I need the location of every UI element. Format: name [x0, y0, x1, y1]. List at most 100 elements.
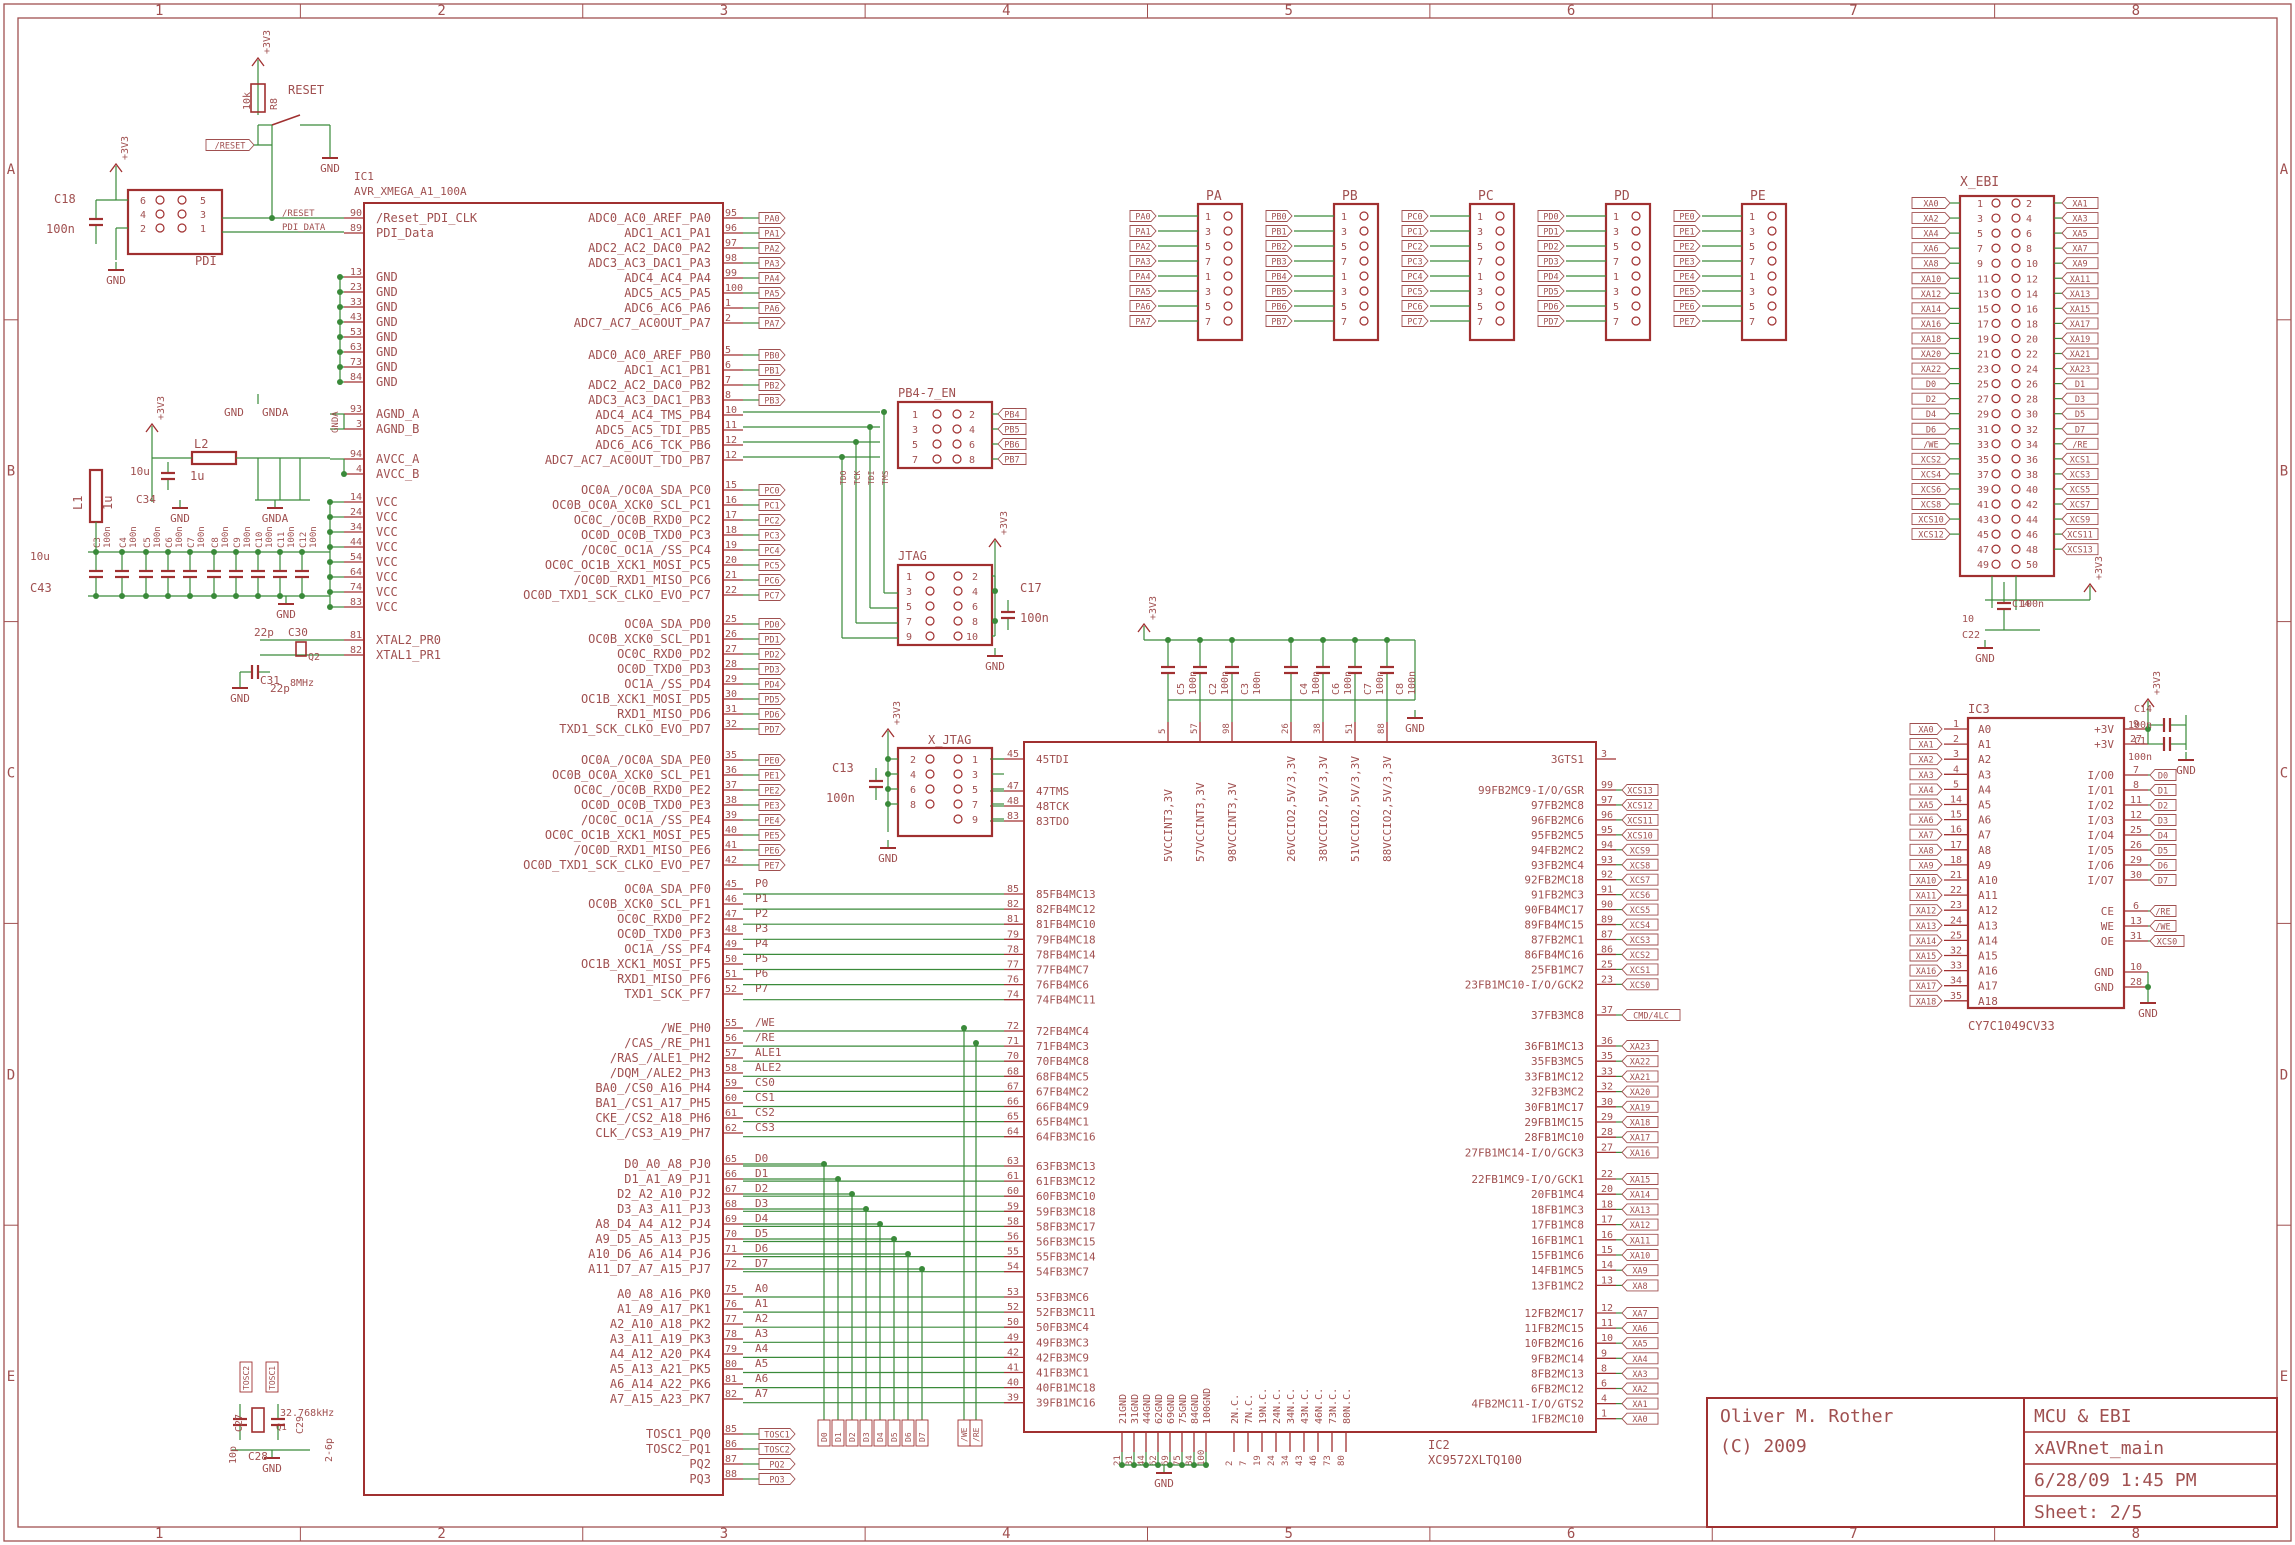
- vcc-arrow: [145, 422, 159, 433]
- net-label: XCS12: [1918, 531, 1944, 541]
- gnd-label: GND: [985, 660, 1005, 673]
- bus-net-name: P0: [755, 877, 768, 890]
- ic2-pin-num: 75: [1173, 1455, 1183, 1466]
- pin-pad: [1495, 301, 1505, 311]
- pin-pad: [1767, 211, 1777, 221]
- ic2-pin-name: 43N.C.: [1300, 1388, 1311, 1424]
- ic2-pin-name: 86FB4MC16: [1524, 948, 1584, 961]
- header-pin-num: 5: [1613, 302, 1619, 313]
- ic1-pin-name: D2_A2_A10_PJ2: [617, 1187, 711, 1201]
- bus-net-name: CS1: [755, 1091, 775, 1104]
- ic3-pin-name: A14: [1978, 934, 1998, 947]
- ic1-pin-name: ADC0_AC0_AREF_PA0: [588, 211, 711, 225]
- ic1-pin-num: 50: [725, 954, 737, 965]
- reset-switch-blade: [271, 114, 301, 126]
- net-label-flag: [1909, 798, 1943, 811]
- ic2-pin-name: 62GND: [1154, 1394, 1165, 1424]
- x-ebi-pin-odd: 45: [1977, 530, 1989, 541]
- pin-pad: [1631, 211, 1641, 221]
- x-ebi-pin-even: 4: [2026, 214, 2032, 225]
- ic1-pin-name: A0_A8_A16_PK0: [617, 1287, 711, 1301]
- ic2-pin-num: 63: [1007, 1156, 1019, 1167]
- net-label-flag: [1911, 212, 1951, 224]
- vcc-label: +3V3: [262, 30, 273, 54]
- junction-dot: [919, 1266, 925, 1272]
- bus-flag: [901, 1419, 915, 1447]
- header-pin-num: 7: [1341, 257, 1347, 268]
- ic2-pin-name: 87FB2MC1: [1531, 934, 1584, 947]
- pin-pad: [1359, 316, 1369, 326]
- ic2-ref: IC2: [1428, 1438, 1450, 1452]
- net-label: XCS7: [2070, 501, 2090, 511]
- x-ebi-pin-even: 34: [2026, 440, 2038, 451]
- ic1-pin-num: 4: [356, 464, 362, 475]
- net-label-flag: [758, 227, 786, 239]
- header-pin-num: 1: [1749, 212, 1755, 223]
- x-ebi-pin-odd: 43: [1977, 515, 1989, 526]
- net-label-flag: [1621, 1397, 1659, 1410]
- bus-net-name: CS3: [755, 1121, 775, 1134]
- ic1-pin-name: TXD1_SCK_PF7: [624, 987, 711, 1001]
- ic2-pin-name: 24N.C.: [1272, 1388, 1283, 1424]
- ic1-pin-name: CKE_/CS2_A18_PH6: [595, 1111, 711, 1125]
- net-label: PE4: [764, 817, 779, 827]
- net-label-flag: [758, 844, 786, 856]
- pin-pad: [1767, 226, 1777, 236]
- ic2-pin-name: 81FB4MC10: [1036, 918, 1096, 931]
- pin-pad: [1991, 484, 2001, 494]
- cap-val: 2-6p: [324, 1438, 335, 1462]
- net-label-flag: [1621, 1070, 1659, 1083]
- ic1-pin-num: 33: [350, 297, 362, 308]
- pin-pad: [1631, 271, 1641, 281]
- net-label-flag: [758, 589, 786, 601]
- ic1-pin-name: GND: [376, 360, 398, 374]
- ic3-pin-name: I/O0: [2088, 769, 2115, 782]
- net-label: /RE: [2155, 908, 2170, 918]
- net-label-flag: [1621, 1218, 1659, 1231]
- net-label: PB6: [1004, 441, 1019, 451]
- ic2-pin-num: 33: [1601, 1066, 1613, 1077]
- header-pin-num: 1: [1205, 212, 1211, 223]
- ic3-pin-name: CE: [2101, 905, 2114, 918]
- net-label-flag: [1537, 210, 1565, 222]
- net-label-flag: [1129, 315, 1157, 327]
- net-label-flag: [1401, 240, 1429, 252]
- net-label: XCS13: [1627, 787, 1653, 797]
- frame-col-label: 1: [155, 1526, 163, 1542]
- net-label: PC0: [1407, 213, 1422, 223]
- ic1-pin-name: ADC1_AC1_PB1: [624, 363, 711, 377]
- ic3-pin-num: 18: [1950, 855, 1962, 866]
- ic1-pin-num: 31: [725, 704, 737, 715]
- pin-pad: [2011, 439, 2021, 449]
- ic2-type: XC9572XLTQ100: [1428, 1453, 1522, 1467]
- net-label-flag: [1909, 889, 1943, 902]
- ic1-pin-num: 42: [725, 855, 737, 866]
- ic1-pin-name: ADC7_AC7_AC0OUT_TDO_PB7: [545, 453, 711, 467]
- pin-num: 4: [910, 770, 916, 781]
- net-label-flag: [758, 544, 786, 556]
- pin-num: 10: [966, 632, 978, 643]
- net-label-flag: [1621, 963, 1659, 976]
- net-label: XA1: [1632, 1400, 1647, 1410]
- ic1-pin-num: 8: [725, 390, 731, 401]
- ic1-pin-num: 73: [350, 357, 362, 368]
- net-label-flag: [1909, 723, 1943, 735]
- tosc-label: TOSC2: [242, 1366, 251, 1390]
- pin-num: 3: [912, 425, 918, 436]
- pin-pad: [1767, 241, 1777, 251]
- cap-ref: C7: [1363, 683, 1374, 695]
- header-pc-body: [1468, 202, 1516, 342]
- net-label-flag: [1265, 210, 1293, 222]
- net-label: XA21: [2070, 350, 2090, 360]
- net-label-flag: [2061, 528, 2099, 541]
- frame-row-label: D: [2280, 1067, 2288, 1083]
- bus-net-name: A4: [755, 1342, 769, 1355]
- ic2-pin-num: 26: [1281, 723, 1291, 734]
- cap-ref: C6: [165, 537, 175, 548]
- ic3-pin-name: +3V: [2094, 738, 2114, 751]
- ic2-pin-name: 93FB2MC4: [1531, 859, 1584, 872]
- jtag-sig-label: TMS: [881, 470, 890, 485]
- ic1-pin-num: 75: [725, 1284, 737, 1295]
- header-pin-num: 7: [1613, 317, 1619, 328]
